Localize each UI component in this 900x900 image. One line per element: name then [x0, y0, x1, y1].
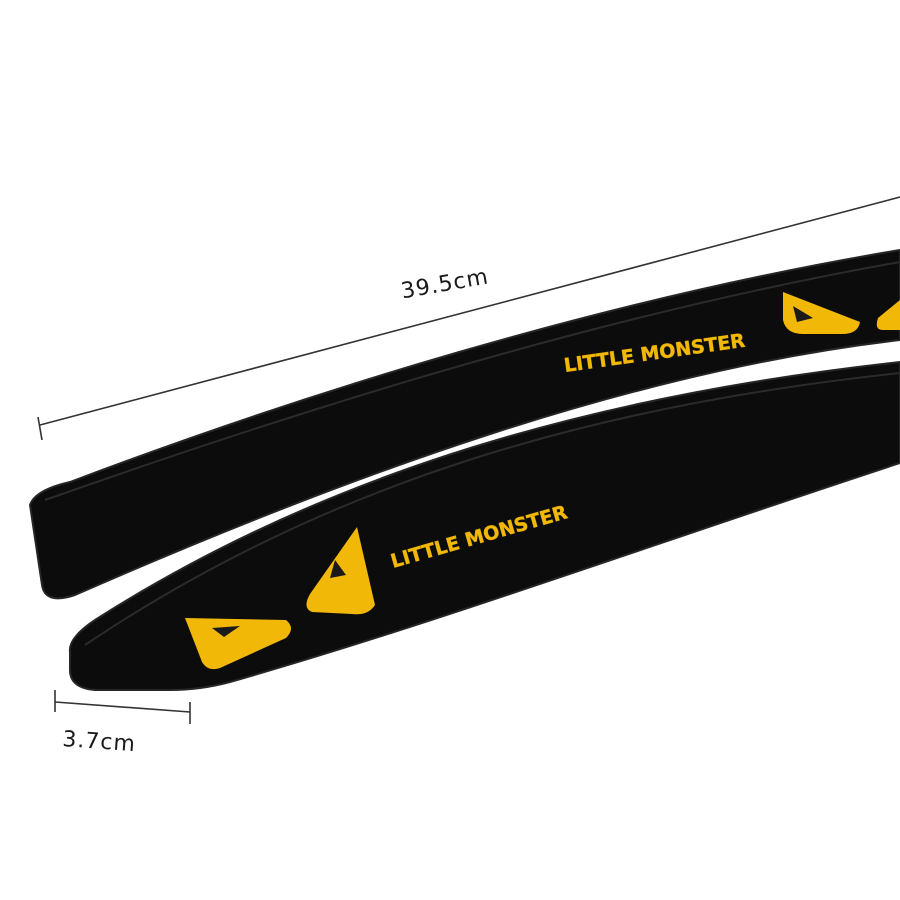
lower-strip-highlight — [84, 372, 900, 646]
monster-eye-icon — [185, 618, 291, 670]
monster-eye-icon — [306, 527, 375, 615]
lower-strip-body — [68, 360, 900, 691]
length-dimension-label: 39.5cm — [399, 264, 491, 304]
length-dimension-line — [39, 196, 900, 426]
lower-trim-strip: LITTLE MONSTER — [68, 360, 900, 691]
upper-strip-body — [28, 248, 900, 600]
length-dimension-tick — [37, 416, 43, 441]
upper-strip-highlight — [44, 261, 900, 501]
width-dimension-line — [54, 701, 191, 713]
upper-trim-strip: LITTLE MONSTER — [28, 248, 900, 600]
monster-eye-icon — [876, 300, 900, 330]
width-dimension: 3.7cm — [54, 690, 191, 757]
width-dimension-label: 3.7cm — [62, 727, 137, 757]
monster-eye-icon — [783, 292, 860, 334]
